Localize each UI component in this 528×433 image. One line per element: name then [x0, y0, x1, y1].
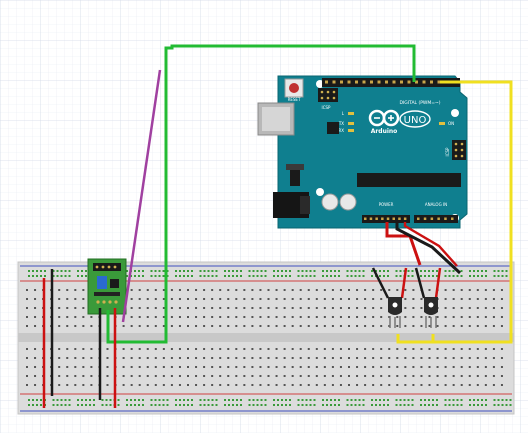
sensor-module-blue-part	[97, 276, 107, 289]
usb-connector-inner	[262, 107, 290, 131]
reset-button-cap[interactable]	[289, 83, 299, 93]
usb-chip	[327, 122, 339, 134]
voltage-regulator	[290, 168, 300, 186]
power-jack-barrel	[300, 196, 310, 214]
sensor2-red-wire[interactable]	[434, 267, 442, 299]
uno-label: UNO	[404, 115, 427, 126]
capacitor	[321, 193, 339, 211]
uno-logo: UNO	[399, 110, 431, 128]
sensor1-red-wire[interactable]	[400, 267, 408, 299]
digital-header	[322, 78, 460, 87]
analog-header-pins	[417, 217, 454, 220]
red-wire-2[interactable]	[403, 222, 458, 267]
mounting-hole	[451, 109, 459, 117]
black-ground-wire[interactable]	[395, 222, 462, 275]
yellow-wire[interactable]	[396, 80, 513, 344]
on-led	[439, 122, 445, 125]
red-power-wire[interactable]	[385, 222, 422, 266]
mounting-hole	[316, 188, 324, 196]
green-wire[interactable]	[106, 44, 416, 344]
icsp-label: ICSP	[322, 105, 332, 110]
icsp-label-2: ICSP	[445, 147, 450, 157]
purple-wire[interactable]	[121, 69, 162, 323]
on-label: ON	[448, 121, 454, 126]
tx-label: TX	[338, 121, 344, 126]
power-header-pins	[364, 217, 407, 220]
sensor-1-marking	[392, 302, 398, 308]
arduino-infinity-icon	[368, 109, 400, 127]
sensor-2-marking	[428, 302, 434, 308]
sensor1-black-wire[interactable]	[371, 267, 390, 299]
digital-label: DIGITAL (PWM=~)	[399, 100, 440, 106]
sensor-module	[87, 258, 127, 315]
temperature-sensor-2	[424, 297, 438, 328]
l-led	[348, 112, 354, 115]
voltage-regulator-tab	[286, 164, 304, 170]
tx-led	[348, 122, 354, 125]
reset-label: RESET	[288, 97, 301, 102]
power-label: POWER	[379, 202, 394, 207]
icsp-header-right	[452, 140, 466, 160]
breadboard-center-channel	[18, 333, 514, 342]
analog-label: ANALOG IN	[425, 202, 447, 207]
rx-led	[348, 129, 354, 132]
l-led-label: L	[342, 111, 345, 116]
sensor-module-header	[93, 263, 121, 271]
brand-label: Arduino	[371, 128, 398, 135]
sensor2-black-wire[interactable]	[414, 267, 426, 299]
rx-label: RX	[338, 128, 344, 133]
capacitor	[339, 193, 357, 211]
analog-header	[414, 215, 458, 223]
atmega-chip	[357, 173, 461, 187]
sensor-module-bar	[94, 292, 120, 296]
arduino-uno-board: RESET ICSP ICSP DIGITAL (PWM=~) L TX RX …	[257, 75, 468, 229]
sensor-module-chip	[110, 279, 119, 288]
power-header	[362, 215, 410, 223]
temperature-sensor-1	[388, 297, 402, 328]
icsp-header-top	[318, 88, 338, 102]
